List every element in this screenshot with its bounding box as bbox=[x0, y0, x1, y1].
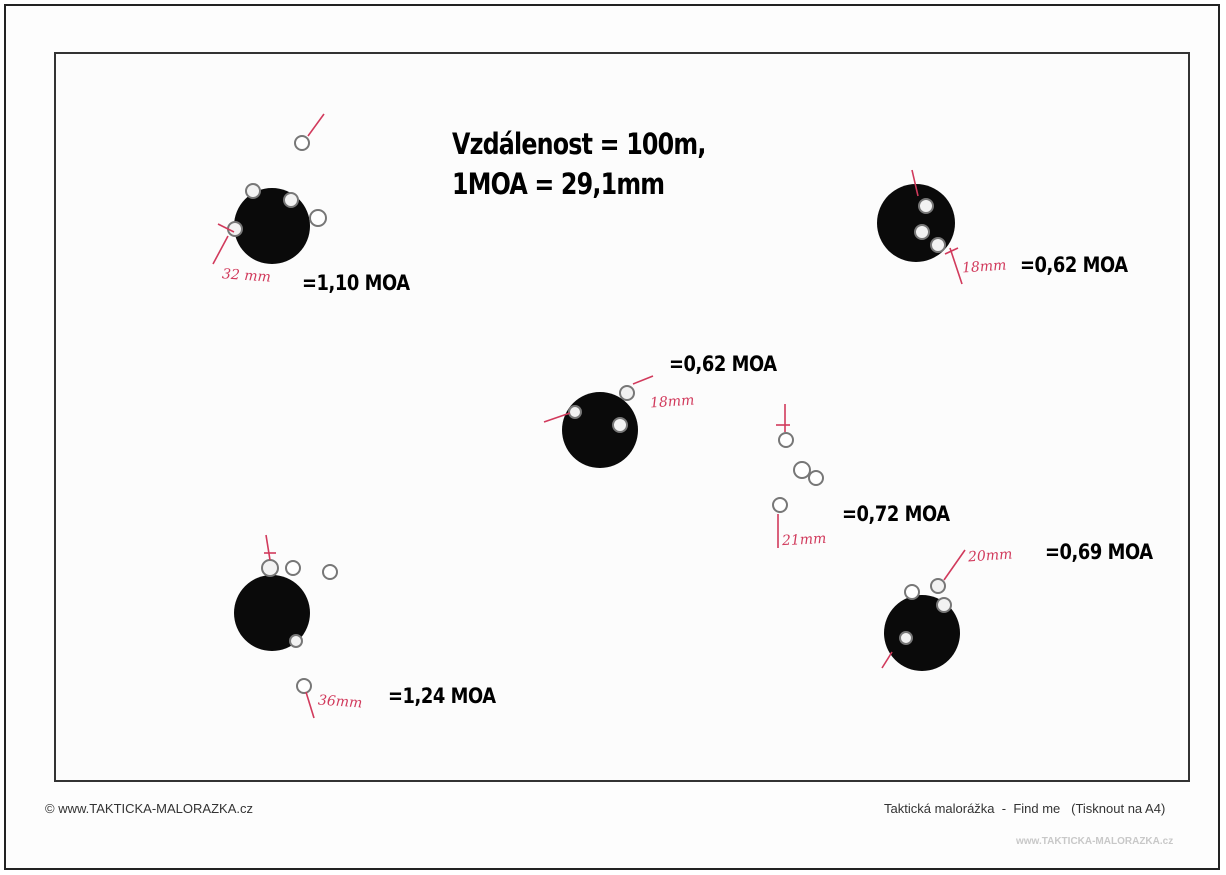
measure-label-center: 18mm bbox=[649, 392, 695, 412]
aim-point-bottom-right bbox=[884, 595, 960, 671]
footer-title: Taktická malorážka - Find me (Tisknout n… bbox=[884, 801, 1166, 816]
measure-label-mid-right: 21mm bbox=[781, 530, 827, 550]
moa-result-bottom-right: =0,69 MOA bbox=[1045, 540, 1153, 564]
headline-line2: 1MOA = 29,1mm bbox=[452, 167, 665, 201]
moa-result-center: =0,62 MOA bbox=[669, 352, 777, 376]
bullet-holes bbox=[227, 135, 952, 694]
moa-result-top-right: =0,62 MOA bbox=[1020, 253, 1128, 277]
aim-point-bottom-left bbox=[234, 575, 310, 651]
moa-result-mid-right: =0,72 MOA bbox=[842, 502, 950, 526]
moa-result-bottom-left: =1,24 MOA bbox=[388, 684, 496, 708]
aim-point-center bbox=[562, 392, 638, 468]
measure-label-top-left: 32 mm bbox=[221, 266, 272, 286]
distance-headline: Vzdálenost = 100m, 1MOA = 29,1mm bbox=[452, 124, 706, 204]
footer-website: © www.TAKTICKA-MALORAZKA.cz bbox=[45, 801, 253, 816]
measurement-marks bbox=[212, 113, 966, 719]
measure-label-bottom-left: 36mm bbox=[317, 692, 363, 712]
measure-label-bottom-right: 20mm bbox=[967, 546, 1013, 566]
headline-line1: Vzdálenost = 100m, bbox=[452, 127, 706, 161]
moa-result-top-left: =1,10 MOA bbox=[302, 271, 410, 295]
measure-label-top-right: 18mm bbox=[961, 257, 1007, 277]
footer-watermark: www.TAKTICKA-MALORAZKA.cz bbox=[1016, 836, 1174, 847]
